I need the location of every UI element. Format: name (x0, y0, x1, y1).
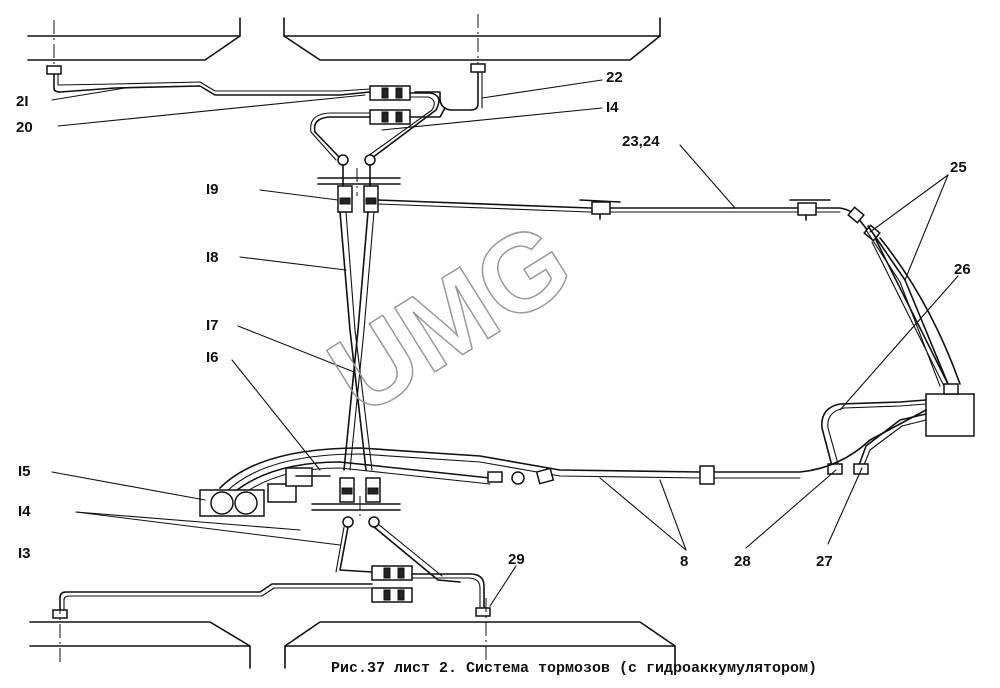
brake-line-22 (414, 63, 486, 111)
brake-line-8 (219, 409, 927, 499)
hydraulic-accumulator (821, 383, 975, 475)
label-28: 28 (734, 553, 751, 570)
tee-fitting-19 (317, 164, 401, 213)
brake-line-23-24 (377, 199, 841, 221)
label-14-bottom: I4 (18, 503, 31, 520)
label-20: 20 (16, 119, 33, 136)
bottom-axle-beam (29, 598, 676, 669)
label-27: 27 (816, 553, 833, 570)
label-19: I9 (206, 181, 219, 198)
bottom-tee-fitting (311, 477, 401, 528)
label-17: I7 (206, 317, 219, 334)
top-coupling-block (310, 85, 446, 166)
brake-line-13 (52, 583, 373, 619)
leader-lines (51, 79, 959, 607)
label-8: 8 (680, 553, 688, 570)
callout-labels: 2I 20 22 I4 23,24 25 I9 I8 26 I7 I6 I5 I… (16, 69, 971, 570)
label-26: 26 (954, 261, 971, 278)
brake-line-21 (46, 65, 371, 96)
label-22: 22 (606, 69, 623, 86)
label-18: I8 (206, 249, 219, 266)
bottom-coupling-block (335, 523, 461, 603)
accumulator-lines-25 (839, 206, 961, 387)
label-21: 2I (16, 93, 29, 110)
label-15: I5 (18, 463, 31, 480)
brake-line-29 (411, 573, 491, 617)
label-23-24: 23,24 (622, 133, 660, 150)
watermark: UMG (309, 198, 592, 438)
label-25: 25 (950, 159, 967, 176)
label-29: 29 (508, 551, 525, 568)
label-16: I6 (206, 349, 219, 366)
top-axle-beam (27, 14, 661, 100)
label-14-top: I4 (606, 99, 619, 116)
crossing-pipes-17-18 (339, 211, 375, 471)
figure-caption: Рис.37 лист 2. Система тормозов (с гидро… (331, 660, 817, 677)
label-13: I3 (18, 545, 31, 562)
brake-unit-15 (199, 467, 331, 517)
